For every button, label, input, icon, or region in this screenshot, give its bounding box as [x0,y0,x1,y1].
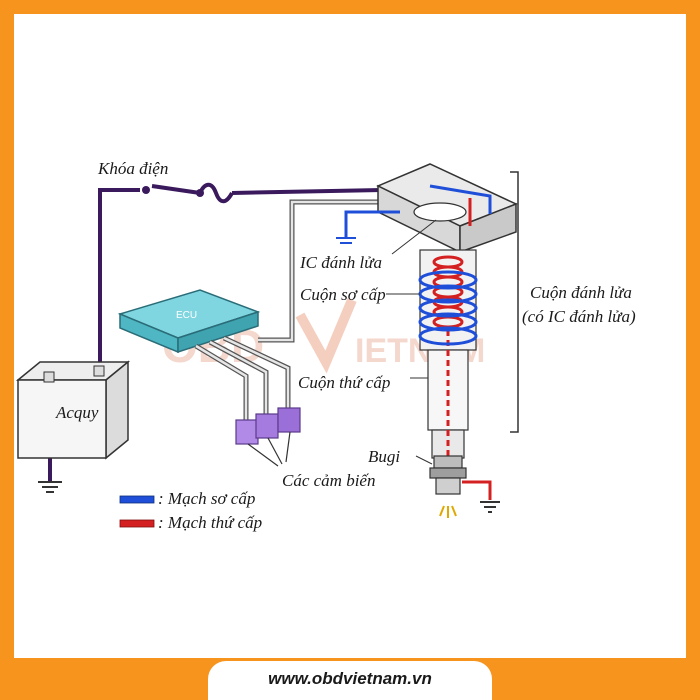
battery-ground-icon [38,481,62,493]
spark-icon [439,505,457,518]
ignition-coil-label-line2: (có IC đánh lửa) [522,307,636,326]
battery-label: Acquy [55,403,99,422]
fuse-contact-icon [196,189,204,197]
ecu-to-coil-wire [258,199,390,343]
ecu-ground-icon [336,237,356,244]
ignition-ic-label: IC đánh lửa [299,253,382,272]
spark-plug-ground-icon [480,501,500,513]
footer-url[interactable]: www.obdvietnam.vn [268,669,432,688]
ecu-to-sensor-wires [194,335,291,420]
switch-wire [151,184,201,195]
sensors-label: Các cảm biến [282,471,375,490]
ignition-coil-bracket [510,171,519,433]
footer-tab: www.obdvietnam.vn [208,661,492,700]
ecu-label: ECU [176,310,197,321]
legend-secondary-label: : Mạch thứ cấp [158,513,262,532]
battery-to-switch-wire [98,188,140,368]
ecu: ECU [117,289,261,354]
pointer-lines [386,219,437,465]
ignition-switch-label: Khóa điện [97,159,168,178]
battery: Acquy [15,360,131,460]
secondary-coil-label: Cuộn thứ cấp [298,373,390,392]
fuse-icon [198,182,234,204]
sensors [235,407,301,445]
legend-secondary-swatch [119,519,155,528]
page-frame [14,14,686,658]
primary-coil-label: Cuộn sơ cấp [300,285,386,304]
ignition-coil-housing [376,163,518,254]
sensor-block [235,419,259,445]
legend: : Mạch sơ cấp : Mạch thứ cấp [119,489,262,532]
sensor-block [255,413,279,439]
legend-primary-label: : Mạch sơ cấp [158,489,255,508]
legend-primary-swatch [119,495,155,504]
spark-plug-ground [462,480,492,500]
sensor-pointers [247,431,291,467]
watermark-logo-icon [295,298,357,374]
sensor-block [277,407,301,433]
switch-contact-icon [142,186,150,194]
ic-chip-icon [413,202,467,222]
ignition-coil-label-line1: Cuộn đánh lửa [530,283,632,302]
primary-circuit [344,184,492,238]
spark-plug [429,455,467,495]
spark-plug-label: Bugi [368,447,400,466]
